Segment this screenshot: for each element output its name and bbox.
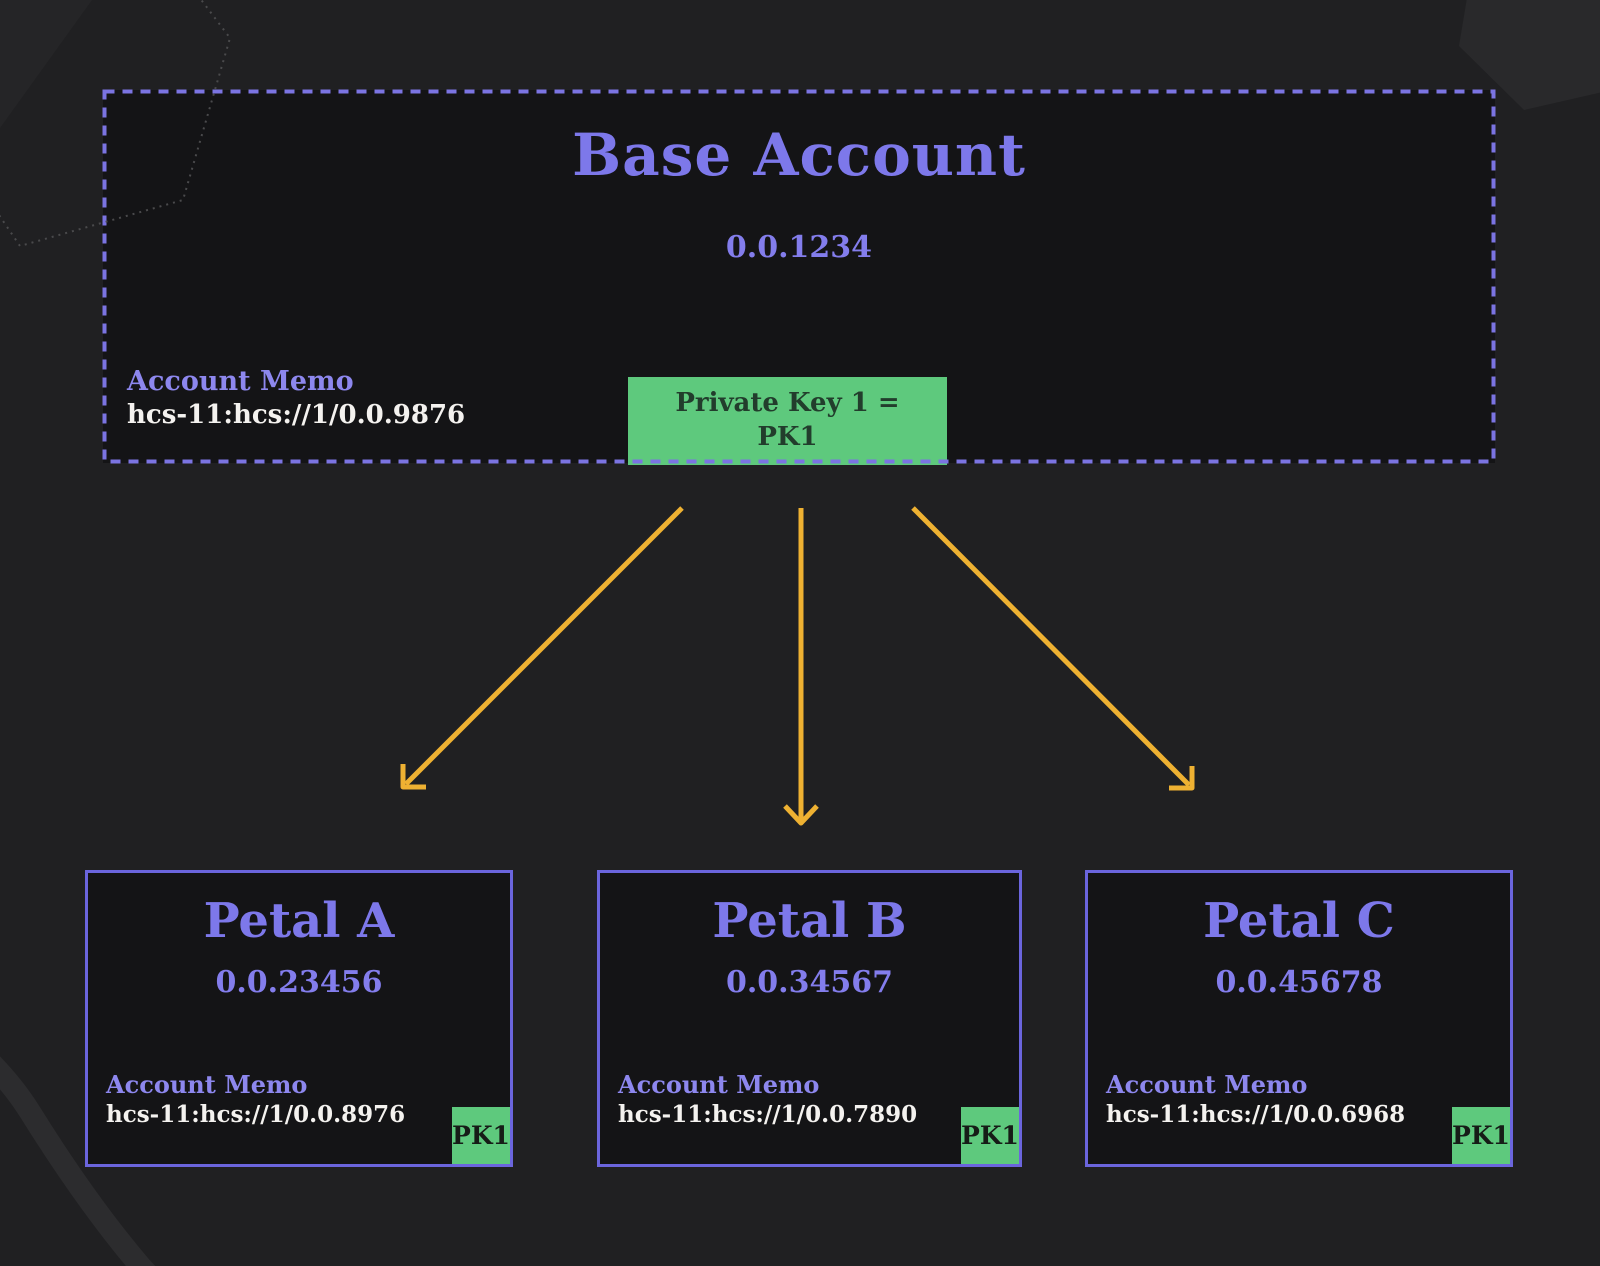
petal-c-id: 0.0.45678 [1215,965,1383,1000]
petal-a-id: 0.0.23456 [215,965,383,1000]
base-account-title: Base Account [572,121,1026,189]
account-memo-label: Account Memo [127,366,354,398]
petal-a-pk1-badge: PK1 [452,1107,510,1164]
petal-b-pk1-badge: PK1 [961,1107,1019,1164]
petal-c-title: Petal C [1203,893,1395,949]
base-account-box: Base Account 0.0.1234 Account Memo hcs-1… [103,90,1495,465]
base-account-memo: Account Memo hcs-11:hcs://1/0.0.9876 [127,364,465,433]
private-key-box: Private Key 1 = PK1 [628,377,947,465]
account-memo-value: hcs-11:hcs://1/0.0.9876 [127,400,466,431]
account-memo-label: Account Memo [1106,1069,1308,1099]
account-memo-value: hcs-11:hcs://1/0.0.7890 [618,1101,918,1129]
private-key-line2: PK1 [757,422,818,452]
petal-b-title: Petal B [712,893,907,949]
petal-c-memo: Account Memo hcs-11:hcs://1/0.0.6968 [1106,1069,1405,1130]
arrow-base-to-petal-a [400,506,684,790]
base-account-id: 0.0.1234 [725,230,873,265]
account-memo-value: hcs-11:hcs://1/0.0.6968 [1106,1101,1406,1129]
arrow-base-to-petal-c [911,506,1195,791]
hexagon-corner-top-left [0,0,92,128]
petal-b-memo: Account Memo hcs-11:hcs://1/0.0.7890 [618,1069,917,1130]
petal-c-pk1-badge: PK1 [1452,1107,1510,1164]
account-memo-label: Account Memo [106,1069,308,1099]
petal-c-box: Petal C 0.0.45678 Account Memo hcs-11:hc… [1085,870,1513,1167]
petal-a-box: Petal A 0.0.23456 Account Memo hcs-11:hc… [85,870,513,1167]
private-key-line1: Private Key 1 = [675,388,900,419]
arrow-base-to-petal-b [783,508,819,826]
petal-b-box: Petal B 0.0.34567 Account Memo hcs-11:hc… [597,870,1022,1167]
petal-a-title: Petal A [203,893,395,949]
account-memo-label: Account Memo [618,1069,820,1099]
petal-b-id: 0.0.34567 [725,965,893,1000]
petal-a-memo: Account Memo hcs-11:hcs://1/0.0.8976 [106,1069,405,1130]
account-memo-value: hcs-11:hcs://1/0.0.8976 [106,1101,406,1129]
